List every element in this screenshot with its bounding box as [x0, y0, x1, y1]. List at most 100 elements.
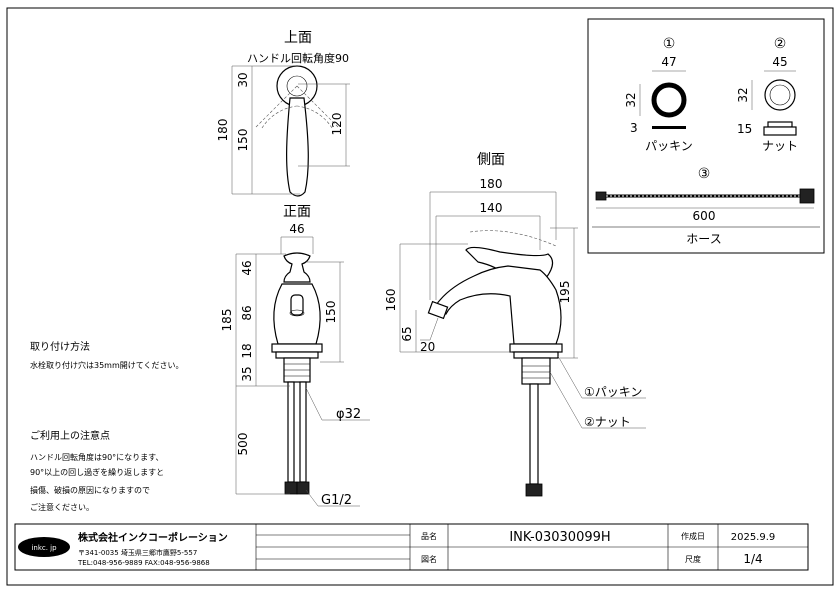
front-dim-35: 35: [240, 366, 254, 381]
side-leader-20: [420, 317, 439, 341]
scale-value: 1/4: [743, 552, 762, 566]
notes: 取り付け方法 水栓取り付け穴は35mm開けてください。 ご利用上の注意点 ハンド…: [30, 340, 184, 512]
top-view-rotation-arc-left: [261, 105, 298, 129]
front-view: 正面 46 185 46 86 18: [220, 204, 370, 508]
front-view-spout: [290, 294, 304, 316]
side-view-flange: [509, 343, 563, 353]
part1-number: ①: [663, 36, 676, 52]
top-view-handle-angle: ハンドル回転角度90: [247, 51, 349, 65]
top-dim-180: 180: [216, 119, 230, 142]
company-address: 〒341-0035 埼玉県三郷市鷹野5-557: [78, 548, 197, 557]
front-leader-g12: [305, 489, 360, 507]
front-view-hose-fitting-left: [284, 481, 298, 495]
top-view: 上面 ハンドル回転角度90 180 30 150 120: [216, 30, 350, 197]
front-view-title: 正面: [283, 204, 311, 220]
side-dim-195: 195: [558, 281, 572, 304]
front-dim-phi32: φ32: [336, 407, 361, 422]
front-view-packing: [275, 351, 319, 359]
parts-box: ① 47 32 3 パッキン ② 45 32 15 ナット ③ 600 ホース: [587, 18, 825, 254]
front-dim-150: 150: [324, 301, 338, 324]
caution-line-1: ハンドル回転角度は90°になります、: [30, 452, 164, 462]
install-text: 水栓取り付け穴は35mm開けてください。: [30, 360, 184, 370]
top-dim-30: 30: [236, 72, 250, 87]
front-dim-46-width: 46: [289, 222, 304, 236]
side-view-hose-fitting: [525, 483, 543, 497]
front-view-hose-right: [299, 381, 307, 483]
date-value: 2025.9.9: [731, 532, 776, 543]
parts-box-frame: [587, 18, 825, 254]
front-dim-86: 86: [240, 305, 254, 320]
side-dim-160: 160: [384, 289, 398, 312]
front-view-hose-left: [287, 381, 295, 483]
part2-number: ②: [774, 36, 787, 52]
company-logo: [18, 537, 70, 557]
side-view-title: 側面: [477, 152, 505, 168]
front-view-hose-fitting-right: [296, 481, 310, 495]
side-view-hose: [529, 383, 539, 485]
top-view-rotation-arc-right: [296, 105, 333, 129]
top-view-handle: [286, 97, 309, 197]
front-view-flange: [271, 343, 323, 353]
part3-hose-fitting-left: [595, 191, 607, 201]
part2-thickness: 15: [737, 122, 752, 136]
caution-title: ご利用上の注意点: [30, 429, 110, 442]
front-view-spout-tip: [289, 309, 305, 317]
product-value: INK-03030099H: [509, 530, 610, 545]
scale-label: 尺度: [685, 554, 701, 564]
side-view-shank: [521, 357, 551, 385]
top-view-title: 上面: [284, 30, 312, 46]
part3-hose-fitting-right: [799, 188, 815, 204]
part2-nut-flange: [767, 121, 793, 128]
front-view-handle: [283, 252, 311, 283]
part1-label: パッキン: [645, 139, 693, 153]
part1-width: 47: [661, 55, 676, 69]
caution-line-3: 損傷、破損の原因になりますので: [30, 485, 150, 495]
part2-label: ナット: [762, 139, 798, 153]
part3-length: 600: [693, 209, 716, 223]
side-dim-20: 20: [420, 340, 435, 354]
company-logo-text: inkc. jp: [31, 544, 57, 552]
side-leader-packing: [557, 355, 646, 399]
sheet-border: [6, 7, 834, 586]
part3-number: ③: [698, 166, 711, 182]
side-callout-nut: ②ナット: [584, 415, 631, 429]
side-view: 側面 180 140 160 65 20: [384, 152, 646, 497]
caution-line-2: 90°以上の回し過ぎを繰り返しますと: [30, 467, 164, 477]
side-view-body: [434, 265, 562, 345]
top-dim-150: 150: [236, 129, 250, 152]
part1-height: 32: [624, 92, 638, 107]
side-callout-packing: ①パッキン: [584, 385, 642, 399]
product-label: 品名: [421, 531, 437, 541]
top-view-cap: [286, 75, 308, 97]
part3-label: ホース: [686, 232, 721, 246]
part1-packing-side: [652, 126, 686, 129]
part2-nut-side: [763, 126, 797, 136]
title-block: inkc. jp 株式会社インクコーポレーション 〒341-0035 埼玉県三郷…: [14, 523, 809, 571]
front-dim-18: 18: [240, 343, 254, 358]
side-view-packing: [513, 351, 559, 359]
part2-width: 45: [772, 55, 787, 69]
part2-nut-inner: [769, 84, 791, 106]
front-dim-185: 185: [220, 309, 234, 332]
top-dim-120: 120: [330, 113, 344, 136]
side-dim-65: 65: [400, 326, 414, 341]
part1-thickness: 3: [630, 121, 638, 135]
date-label: 作成日: [681, 531, 705, 541]
side-view-handle-raised: [469, 230, 557, 247]
front-dim-g12: G1/2: [321, 493, 352, 508]
front-dim-500: 500: [236, 433, 250, 456]
front-dim-46: 46: [240, 260, 254, 275]
part2-nut-outer: [764, 79, 796, 111]
caution-line-4: ご注意ください。: [30, 502, 94, 512]
part1-packing-ring: [651, 82, 687, 118]
company-name: 株式会社インクコーポレーション: [78, 531, 228, 544]
part2-height: 32: [736, 87, 750, 102]
company-contact: TEL:048-956-9889 FAX:048-956-9868: [77, 559, 210, 567]
side-dim-180: 180: [480, 177, 503, 191]
side-view-spout-tip: [427, 300, 449, 320]
drawing-label: 図名: [421, 554, 437, 564]
side-dim-140: 140: [480, 201, 503, 215]
side-leader-nut: [549, 371, 646, 429]
